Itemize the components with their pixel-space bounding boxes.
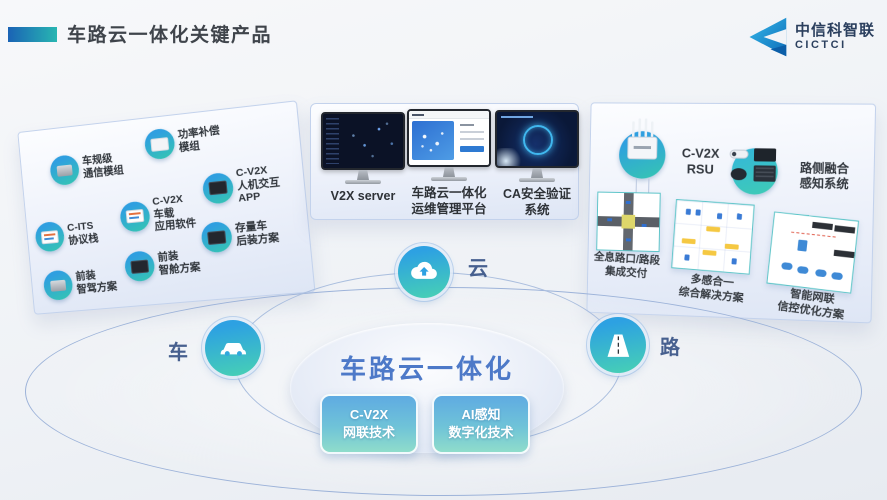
login-form — [460, 124, 484, 152]
logo-abbr: CICTCI — [794, 39, 847, 52]
roadside-sensors-label: 路侧融合 感知系统 — [799, 160, 850, 192]
fusion-diagram-preview — [671, 198, 755, 275]
core-title: 车路云一体化 — [339, 354, 514, 384]
rsu-device-icon — [618, 118, 666, 179]
monitor-v2x-server: V2X server — [321, 112, 405, 205]
monitor-base — [345, 180, 381, 184]
monitor-base — [519, 178, 555, 182]
cloud-platforms-panel: V2X server 车路云一体化 运维管理平台 CA安全验证 系统 — [310, 103, 579, 220]
retrofit-kit-icon — [200, 220, 234, 254]
product-label: 前装 智舱方案 — [157, 250, 201, 277]
product-label: C-V2X 车载 应用软件 — [151, 192, 197, 233]
signal-diagram-preview — [766, 211, 860, 294]
tech-button-ai: AI感知 数字化技术 — [432, 394, 530, 454]
roadside-sensors-icon — [731, 148, 779, 195]
product-adas: 前装 智驾方案 — [42, 265, 118, 302]
logo-name: 中信科智联 — [794, 22, 875, 40]
product-hmi-app: C-V2X 人机交互 APP — [201, 163, 281, 209]
intersection-label: 全息路口/路段 集成交付 — [593, 251, 661, 280]
monitor-stand — [443, 167, 455, 177]
product-power-module: 功率补偿 模组 — [143, 122, 222, 161]
product-label: 前装 智驾方案 — [75, 269, 118, 296]
power-module-icon — [143, 127, 176, 161]
product-label: 存量车 后装方案 — [234, 219, 280, 248]
intersection-preview — [596, 191, 661, 253]
product-obu-software: C-V2X 车载 应用软件 — [119, 192, 197, 237]
product-label: 功率补偿 模组 — [177, 124, 221, 154]
product-label: C-ITS 协议栈 — [66, 220, 100, 247]
adas-unit-icon — [42, 269, 74, 302]
product-retrofit: 存量车 后装方案 — [200, 216, 280, 254]
monitor-ca-system: CA安全验证 系统 — [495, 110, 579, 218]
product-comm-module: 车规级 通信模组 — [49, 149, 125, 187]
page-title: 车路云一体化关键产品 — [67, 25, 273, 46]
logo-text: 中信科智联 CICTCI — [795, 22, 875, 52]
fusion-label: 多感合一 综合解决方案 — [678, 273, 745, 305]
monitor-stand — [357, 170, 369, 180]
vehicle-node-label: 车 — [168, 342, 188, 364]
monitor-label: 车路云一体化 运维管理平台 — [411, 186, 487, 216]
secure-car-screen — [495, 110, 579, 168]
product-label: C-V2X 人机交互 APP — [235, 164, 281, 205]
rsu-label: C-V2X RSU — [681, 145, 720, 178]
screen-headline-graphic — [501, 116, 533, 118]
comm-module-icon — [49, 153, 81, 187]
browser-bar — [409, 111, 489, 119]
monitor-ops-platform: 车路云一体化 运维管理平台 — [407, 109, 491, 217]
login-button-graphic — [460, 146, 484, 152]
hmi-app-icon — [201, 171, 235, 205]
monitor-stand — [531, 168, 543, 178]
cockpit-unit-icon — [123, 250, 156, 283]
road-node-icon — [590, 317, 646, 373]
cloud-node-label: 云 — [468, 258, 488, 280]
road-node-label: 路 — [660, 337, 680, 359]
login-screen — [407, 109, 491, 167]
roadside-products-panel: C-V2X RSU 路侧融合 感知系统 全息路口/路段 集成交付 多感合一 综合… — [586, 102, 877, 324]
monitor-label: V2X server — [330, 189, 396, 203]
product-cits-stack: C-ITS 协议栈 — [34, 217, 100, 253]
protocol-stack-icon — [34, 220, 66, 253]
vehicle-products-panel: 车规级 通信模组 功率补偿 模组 C-ITS 协议栈 C-V2X 车载 应用软件… — [17, 100, 316, 315]
data-map-screen — [321, 112, 405, 170]
product-cockpit: 前装 智舱方案 — [123, 246, 202, 283]
logo-arrow-icon — [749, 17, 787, 57]
cloud-node-icon — [398, 246, 450, 298]
login-illustration — [412, 121, 454, 160]
title-accent-bar — [8, 27, 57, 42]
monitor-base — [431, 177, 467, 181]
tech-button-cv2x: C-V2X 网联技术 — [320, 394, 418, 454]
obu-software-icon — [119, 200, 152, 233]
company-logo: 中信科智联 CICTCI — [746, 15, 875, 59]
product-label: 车规级 通信模组 — [81, 152, 125, 181]
monitor-label: CA安全验证 系统 — [502, 187, 572, 217]
glow-ring-graphic — [523, 125, 553, 155]
vehicle-node-icon — [205, 320, 261, 376]
